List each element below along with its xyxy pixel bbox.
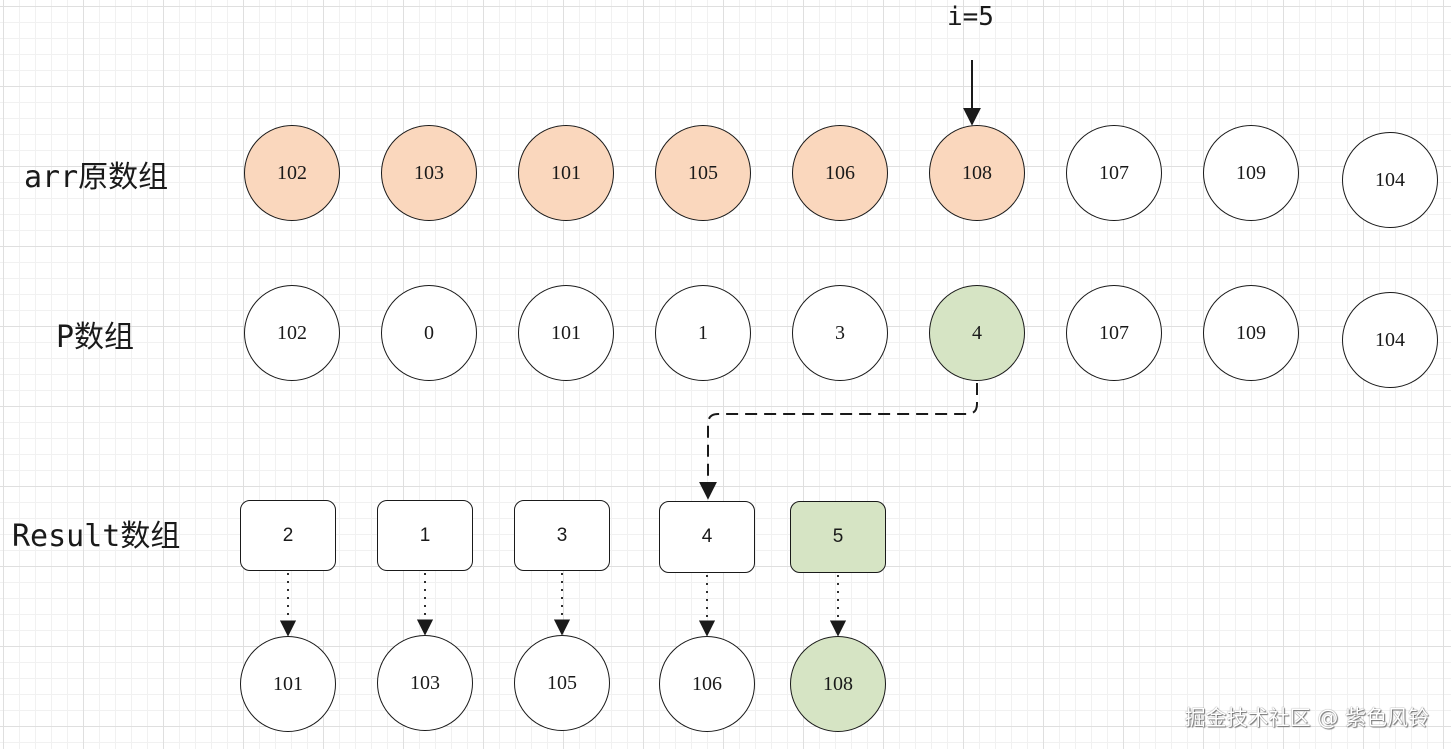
arr-node: 106 [792,125,888,221]
p-node: 0 [381,285,477,381]
arr-row-label: arr原数组 [24,160,169,195]
result-value-node: 105 [514,635,610,731]
arr-node: 109 [1203,125,1299,221]
p-row-label: P数组 [56,320,135,355]
result-row-label: Result数组 [12,519,181,554]
p-node: 104 [1342,292,1438,388]
arr-node: 105 [655,125,751,221]
p-node: 109 [1203,285,1299,381]
result-box: 2 [240,500,336,571]
result-value-node: 108 [790,636,886,732]
pointer-label: i=5 [947,2,994,32]
dashed-p-to-result-arrow [699,383,978,500]
arr-node: 103 [381,125,477,221]
arr-node: 108 [929,125,1025,221]
p-node: 4 [929,285,1025,381]
result-value-node: 106 [659,636,755,732]
arr-node: 104 [1342,132,1438,228]
p-node: 101 [518,285,614,381]
result-value-node: 101 [240,636,336,732]
watermark: 掘金技术社区 @ 紫色风铃 [1184,706,1429,730]
result-box: 3 [514,500,610,571]
result-value-node: 103 [377,635,473,731]
result-box: 5 [790,501,886,573]
result-box: 1 [377,500,473,571]
p-node: 102 [244,285,340,381]
p-node: 3 [792,285,888,381]
arr-node: 101 [518,125,614,221]
arr-node: 107 [1066,125,1162,221]
p-node: 107 [1066,285,1162,381]
arr-node: 102 [244,125,340,221]
dotted-arrows [279,573,847,637]
result-box: 4 [659,501,755,573]
p-node: 1 [655,285,751,381]
